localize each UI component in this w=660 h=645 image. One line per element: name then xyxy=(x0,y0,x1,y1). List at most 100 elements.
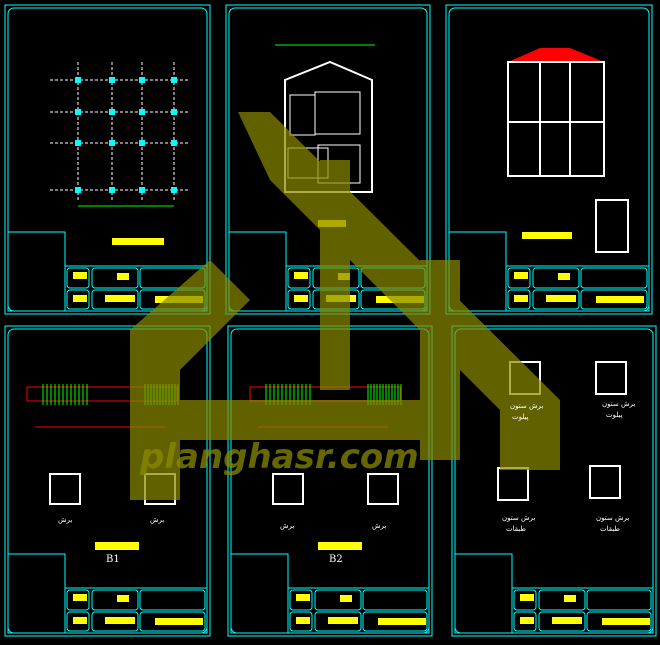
column-label-5: برش ستون xyxy=(502,514,535,522)
title-cell xyxy=(586,611,652,632)
title-text-block xyxy=(520,594,534,601)
roof xyxy=(508,48,604,62)
column-label-8: طبقات xyxy=(600,525,620,533)
watermark-logo xyxy=(130,112,560,500)
title-cell xyxy=(91,589,139,611)
title-cell xyxy=(580,289,648,310)
frame-outline xyxy=(507,61,605,177)
footing xyxy=(139,109,145,115)
title-text-block xyxy=(105,295,135,302)
title-cell xyxy=(507,289,531,310)
title-text-block xyxy=(296,617,310,624)
title-text-block xyxy=(294,272,308,279)
sheet-beam-b2 xyxy=(227,325,433,637)
title-cell xyxy=(139,589,206,611)
sheet-border xyxy=(4,325,211,637)
title-text-block xyxy=(296,594,310,601)
binding-box xyxy=(230,553,289,634)
title-text-block xyxy=(564,595,576,602)
title-cell xyxy=(538,589,586,611)
footing xyxy=(171,77,177,83)
column-label-7: برش ستون xyxy=(596,514,629,522)
binding-box xyxy=(7,553,66,634)
column-label-2: پیلوت xyxy=(512,413,529,421)
sheet-beam-b1 xyxy=(4,325,211,637)
title-cell xyxy=(66,589,90,611)
section-label-4: برش xyxy=(372,522,386,530)
title-cell xyxy=(362,589,428,611)
footing xyxy=(139,77,145,83)
title-cell xyxy=(289,611,313,632)
title-text-block xyxy=(105,617,135,624)
title-cell xyxy=(538,611,586,632)
title-cell xyxy=(289,589,313,611)
title-text-block xyxy=(73,617,87,624)
foundation-grid xyxy=(50,62,190,245)
title-cell xyxy=(580,267,648,289)
beam-b2-caption: B2 xyxy=(329,554,343,565)
section-label-1: برش xyxy=(58,516,72,524)
title-text-block xyxy=(328,617,358,624)
title-cell xyxy=(362,611,428,632)
title-text-block xyxy=(378,618,426,625)
footing xyxy=(75,140,81,146)
title-block xyxy=(287,587,430,634)
footing xyxy=(109,187,115,193)
footing xyxy=(75,109,81,115)
title-text-block xyxy=(73,272,87,279)
beam-b1-caption: B1 xyxy=(106,554,120,565)
footing xyxy=(139,140,145,146)
title-cell xyxy=(66,267,90,289)
title-cell xyxy=(314,611,362,632)
sheet-foundation-plan xyxy=(4,4,211,315)
title-cell xyxy=(66,289,90,310)
column-label-3: برش ستون xyxy=(602,400,635,408)
column-label-4: پیلوت xyxy=(606,411,623,419)
footing xyxy=(171,140,177,146)
title-cell xyxy=(513,611,537,632)
footing xyxy=(139,187,145,193)
title-text-block xyxy=(73,594,87,601)
detail-section xyxy=(595,199,629,253)
title-text-block xyxy=(73,295,87,302)
footing xyxy=(109,140,115,146)
sheet-title-block xyxy=(112,238,164,245)
column-cross-section xyxy=(497,467,529,501)
title-text-block xyxy=(117,595,129,602)
column-cross-section xyxy=(589,465,621,499)
sheet-title-block xyxy=(522,232,572,239)
title-text-block xyxy=(294,295,308,302)
footing xyxy=(75,77,81,83)
title-cell xyxy=(314,589,362,611)
title-text-block xyxy=(117,273,129,280)
title-text-block xyxy=(514,295,528,302)
watermark-text: planghasr.com xyxy=(139,437,419,477)
sheet-column-sections xyxy=(451,325,657,637)
title-text-block xyxy=(602,618,650,625)
footing xyxy=(171,109,177,115)
title-cell xyxy=(532,267,580,289)
section-label-2: برش xyxy=(150,516,164,524)
footing xyxy=(109,109,115,115)
title-text-block xyxy=(514,272,528,279)
footing xyxy=(109,77,115,83)
watermark-logo-bar xyxy=(320,160,350,390)
title-cell xyxy=(507,267,531,289)
title-text-block xyxy=(520,617,534,624)
footing xyxy=(75,187,81,193)
title-cell xyxy=(586,589,652,611)
frame-elevation xyxy=(507,48,629,253)
sheet-border xyxy=(451,325,657,637)
binding-box xyxy=(7,231,66,312)
title-cell xyxy=(91,267,139,289)
title-text-block xyxy=(558,273,570,280)
watermark-logo-stroke xyxy=(238,112,560,470)
column-cross-section xyxy=(595,361,627,395)
title-cell xyxy=(139,611,206,632)
beam-cross-section xyxy=(367,473,399,505)
column-label-1: برش ستون xyxy=(510,402,543,410)
title-cell xyxy=(91,611,139,632)
footing xyxy=(171,187,177,193)
